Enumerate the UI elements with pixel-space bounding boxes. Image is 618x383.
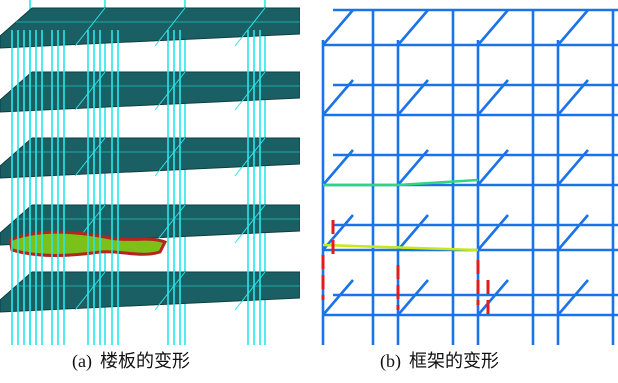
frame-depth-beam bbox=[397, 214, 429, 251]
caption-a-tag: (a) bbox=[72, 351, 92, 371]
frame-depth-beam bbox=[322, 149, 354, 186]
frame-depth-beam bbox=[477, 214, 509, 251]
slab-grid-line bbox=[234, 7, 266, 47]
frame-depth-beam bbox=[557, 214, 589, 251]
frame-depth-beam bbox=[557, 279, 589, 316]
frame-depth-beam bbox=[322, 9, 354, 46]
slab-grid-line bbox=[74, 7, 106, 47]
frame-depth-beam bbox=[477, 279, 509, 316]
floor-slab bbox=[0, 7, 300, 49]
caption-a-text: 楼板的变形 bbox=[99, 351, 190, 372]
frame-depth-beam bbox=[477, 79, 509, 116]
slab-grid-line bbox=[154, 7, 186, 47]
frame-depth-beam bbox=[322, 79, 354, 116]
frame-depth-beam bbox=[557, 79, 589, 116]
floor-slab bbox=[0, 137, 300, 179]
caption-b-text: 框架的变形 bbox=[409, 351, 499, 372]
frame-depth-beam bbox=[477, 149, 509, 186]
floor-slab bbox=[0, 271, 300, 313]
frame-depth-beam bbox=[397, 9, 429, 46]
frame-strained-beam bbox=[397, 178, 479, 187]
frame-deformation-render bbox=[321, 8, 618, 345]
caption-b-tag: (b) bbox=[380, 351, 401, 371]
frame-depth-beam bbox=[397, 79, 429, 116]
frame-depth-beam bbox=[397, 149, 429, 186]
slab-deformation-render bbox=[0, 0, 300, 345]
frame-depth-beam bbox=[477, 9, 509, 46]
frame-strained-beam bbox=[322, 243, 479, 252]
frame-depth-beam bbox=[397, 279, 429, 316]
caption-a: (a) 楼板的变形 bbox=[72, 346, 190, 376]
panel-b-frame-deformation bbox=[313, 0, 618, 345]
frame-depth-beam bbox=[322, 279, 354, 316]
panel-a-slab-deformation bbox=[0, 0, 300, 345]
caption-b: (b) 框架的变形 bbox=[380, 346, 499, 376]
frame-depth-beam bbox=[557, 149, 589, 186]
floor-slab bbox=[0, 71, 300, 113]
frame-depth-beam bbox=[557, 9, 589, 46]
